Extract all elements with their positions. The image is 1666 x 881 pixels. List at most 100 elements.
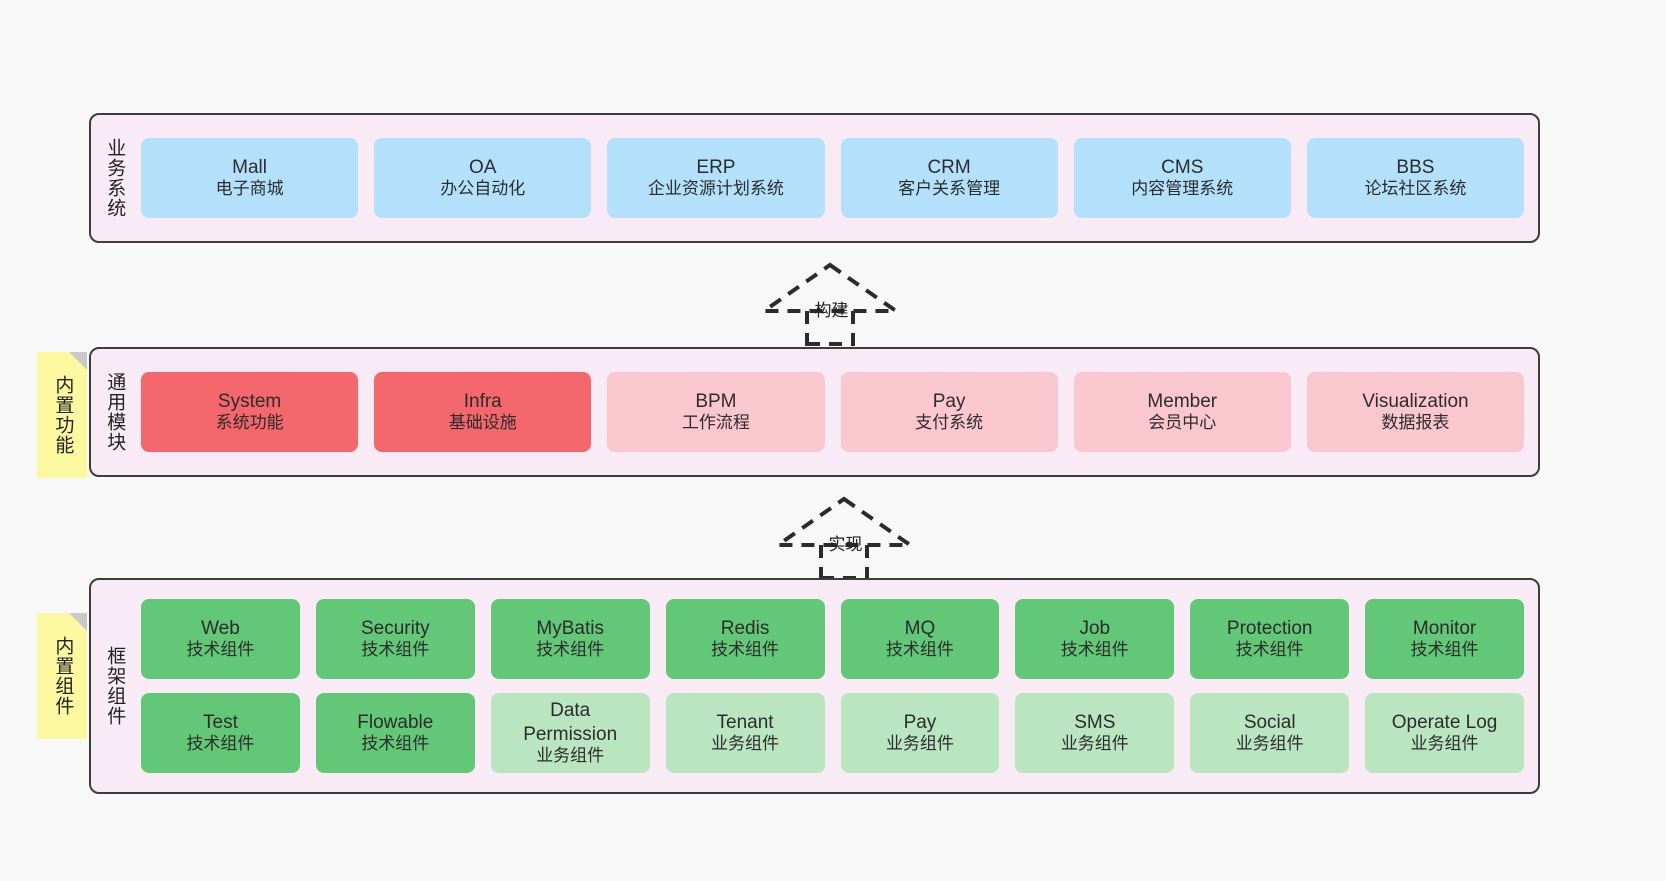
section-business-systems: 业务系统 Mall 电子商城 OA 办公自动化 ERP 企业资源计划系统 bbox=[89, 113, 1540, 243]
node-title: Protection bbox=[1226, 618, 1313, 640]
node-title: Redis bbox=[720, 618, 770, 640]
node-data-permission[interactable]: Data Permission 业务组件 bbox=[490, 693, 650, 773]
node-subtitle: 工作流程 bbox=[681, 413, 750, 433]
node-sms[interactable]: SMS 业务组件 bbox=[1015, 693, 1175, 773]
section-common-modules: 通用模块 System 系统功能 Infra 基础设施 BPM 工作流程 bbox=[89, 347, 1540, 477]
arrowhead-triangle-icon bbox=[757, 262, 903, 313]
node-subtitle: 办公自动化 bbox=[440, 179, 526, 199]
node-subtitle: 系统功能 bbox=[215, 413, 284, 433]
node-title: CRM bbox=[927, 157, 971, 179]
section-body-common-modules: System 系统功能 Infra 基础设施 BPM 工作流程 Pay 支付系统 bbox=[137, 349, 1538, 475]
node-title: Web bbox=[201, 618, 240, 640]
node-row: Test 技术组件 Flowable 技术组件 Data Permission … bbox=[141, 693, 1524, 773]
arrow-shaft-icon bbox=[805, 311, 855, 346]
sticky-note-label: 内置功能 bbox=[52, 375, 74, 455]
node-mq[interactable]: MQ 技术组件 bbox=[840, 599, 1000, 679]
node-title: Mall bbox=[232, 157, 267, 179]
node-bpm[interactable]: BPM 工作流程 bbox=[607, 372, 825, 452]
node-pay-business[interactable]: Pay 业务组件 bbox=[840, 693, 1000, 773]
node-infra[interactable]: Infra 基础设施 bbox=[374, 372, 592, 452]
node-title: SMS bbox=[1074, 712, 1116, 734]
node-title: BBS bbox=[1396, 157, 1435, 179]
node-social[interactable]: Social 业务组件 bbox=[1190, 693, 1350, 773]
connector-label-implement: 实现 bbox=[828, 535, 863, 554]
node-subtitle: 基础设施 bbox=[448, 413, 517, 433]
node-tenant[interactable]: Tenant 业务组件 bbox=[665, 693, 825, 773]
node-cms[interactable]: CMS 内容管理系统 bbox=[1073, 138, 1291, 218]
node-subtitle: 技术组件 bbox=[1060, 640, 1129, 660]
node-mall[interactable]: Mall 电子商城 bbox=[141, 138, 359, 218]
node-subtitle: 技术组件 bbox=[536, 640, 605, 660]
node-subtitle: 业务组件 bbox=[711, 734, 780, 754]
node-flowable[interactable]: Flowable 技术组件 bbox=[315, 693, 475, 773]
node-subtitle: 支付系统 bbox=[915, 413, 984, 433]
node-subtitle: 客户关系管理 bbox=[898, 179, 1001, 199]
node-subtitle: 业务组件 bbox=[536, 745, 605, 765]
node-job[interactable]: Job 技术组件 bbox=[1015, 599, 1175, 679]
node-title: ERP bbox=[696, 157, 736, 179]
node-subtitle: 技术组件 bbox=[1235, 640, 1304, 660]
node-subtitle: 技术组件 bbox=[885, 640, 954, 660]
node-title: Flowable bbox=[357, 712, 434, 734]
node-row: Web 技术组件 Security 技术组件 MyBatis 技术组件 Redi… bbox=[141, 599, 1524, 679]
node-title: System bbox=[217, 391, 282, 413]
connector-label-build: 构建 bbox=[814, 301, 849, 320]
node-title: MyBatis bbox=[536, 618, 604, 640]
node-title: OA bbox=[469, 157, 497, 179]
node-operate-log[interactable]: Operate Log 业务组件 bbox=[1365, 693, 1524, 773]
section-label-business-systems: 业务系统 bbox=[104, 138, 126, 218]
node-bbs[interactable]: BBS 论坛社区系统 bbox=[1306, 138, 1525, 218]
node-title: Visualization bbox=[1362, 391, 1469, 413]
node-title: Security bbox=[360, 618, 430, 640]
node-title: Monitor bbox=[1412, 618, 1477, 640]
connector-implement: 实现 bbox=[771, 496, 917, 580]
node-title: Pay bbox=[903, 712, 937, 734]
node-subtitle: 业务组件 bbox=[1060, 734, 1129, 754]
node-subtitle: 论坛社区系统 bbox=[1364, 179, 1467, 199]
node-title: Infra bbox=[463, 391, 502, 413]
connector-build: 构建 bbox=[757, 262, 903, 346]
node-title: Pay bbox=[932, 391, 966, 413]
folded-corner-icon bbox=[69, 352, 87, 370]
node-subtitle: 业务组件 bbox=[1235, 734, 1304, 754]
node-title: MQ bbox=[904, 618, 936, 640]
node-row: Mall 电子商城 OA 办公自动化 ERP 企业资源计划系统 CRM 客户关系… bbox=[141, 138, 1525, 218]
node-title: Data Permission bbox=[523, 700, 618, 745]
sticky-note-builtin-features: 内置功能 bbox=[37, 352, 87, 478]
node-mybatis[interactable]: MyBatis 技术组件 bbox=[490, 599, 650, 679]
node-system[interactable]: System 系统功能 bbox=[141, 372, 359, 452]
node-subtitle: 电子商城 bbox=[215, 179, 284, 199]
node-protection[interactable]: Protection 技术组件 bbox=[1190, 599, 1350, 679]
section-label-framework-components: 框架组件 bbox=[104, 646, 126, 726]
node-subtitle: 技术组件 bbox=[361, 640, 430, 660]
node-crm[interactable]: CRM 客户关系管理 bbox=[840, 138, 1058, 218]
node-title: Job bbox=[1079, 618, 1111, 640]
node-member[interactable]: Member 会员中心 bbox=[1073, 372, 1291, 452]
section-body-framework-components: Web 技术组件 Security 技术组件 MyBatis 技术组件 Redi… bbox=[137, 580, 1538, 792]
node-title: CMS bbox=[1161, 157, 1204, 179]
node-oa[interactable]: OA 办公自动化 bbox=[374, 138, 592, 218]
node-subtitle: 数据报表 bbox=[1381, 413, 1450, 433]
node-subtitle: 内容管理系统 bbox=[1131, 179, 1234, 199]
node-subtitle: 业务组件 bbox=[885, 734, 954, 754]
node-visualization[interactable]: Visualization 数据报表 bbox=[1306, 372, 1525, 452]
node-test[interactable]: Test 技术组件 bbox=[141, 693, 300, 773]
node-subtitle: 技术组件 bbox=[1410, 640, 1479, 660]
node-web[interactable]: Web 技术组件 bbox=[141, 599, 300, 679]
section-body-business-systems: Mall 电子商城 OA 办公自动化 ERP 企业资源计划系统 CRM 客户关系… bbox=[137, 115, 1538, 241]
node-title: Tenant bbox=[716, 712, 774, 734]
node-pay[interactable]: Pay 支付系统 bbox=[840, 372, 1058, 452]
node-monitor[interactable]: Monitor 技术组件 bbox=[1365, 599, 1524, 679]
folded-corner-icon bbox=[69, 613, 87, 631]
node-security[interactable]: Security 技术组件 bbox=[315, 599, 475, 679]
node-subtitle: 技术组件 bbox=[186, 734, 255, 754]
node-erp[interactable]: ERP 企业资源计划系统 bbox=[607, 138, 825, 218]
node-title: BPM bbox=[695, 391, 737, 413]
node-redis[interactable]: Redis 技术组件 bbox=[665, 599, 825, 679]
node-subtitle: 会员中心 bbox=[1148, 413, 1217, 433]
section-framework-components: 框架组件 Web 技术组件 Security 技术组件 MyBatis 技术组件 bbox=[89, 578, 1540, 794]
sticky-note-builtin-components: 内置组件 bbox=[37, 613, 87, 739]
sticky-note-label: 内置组件 bbox=[52, 636, 74, 716]
node-title: Test bbox=[203, 712, 238, 734]
